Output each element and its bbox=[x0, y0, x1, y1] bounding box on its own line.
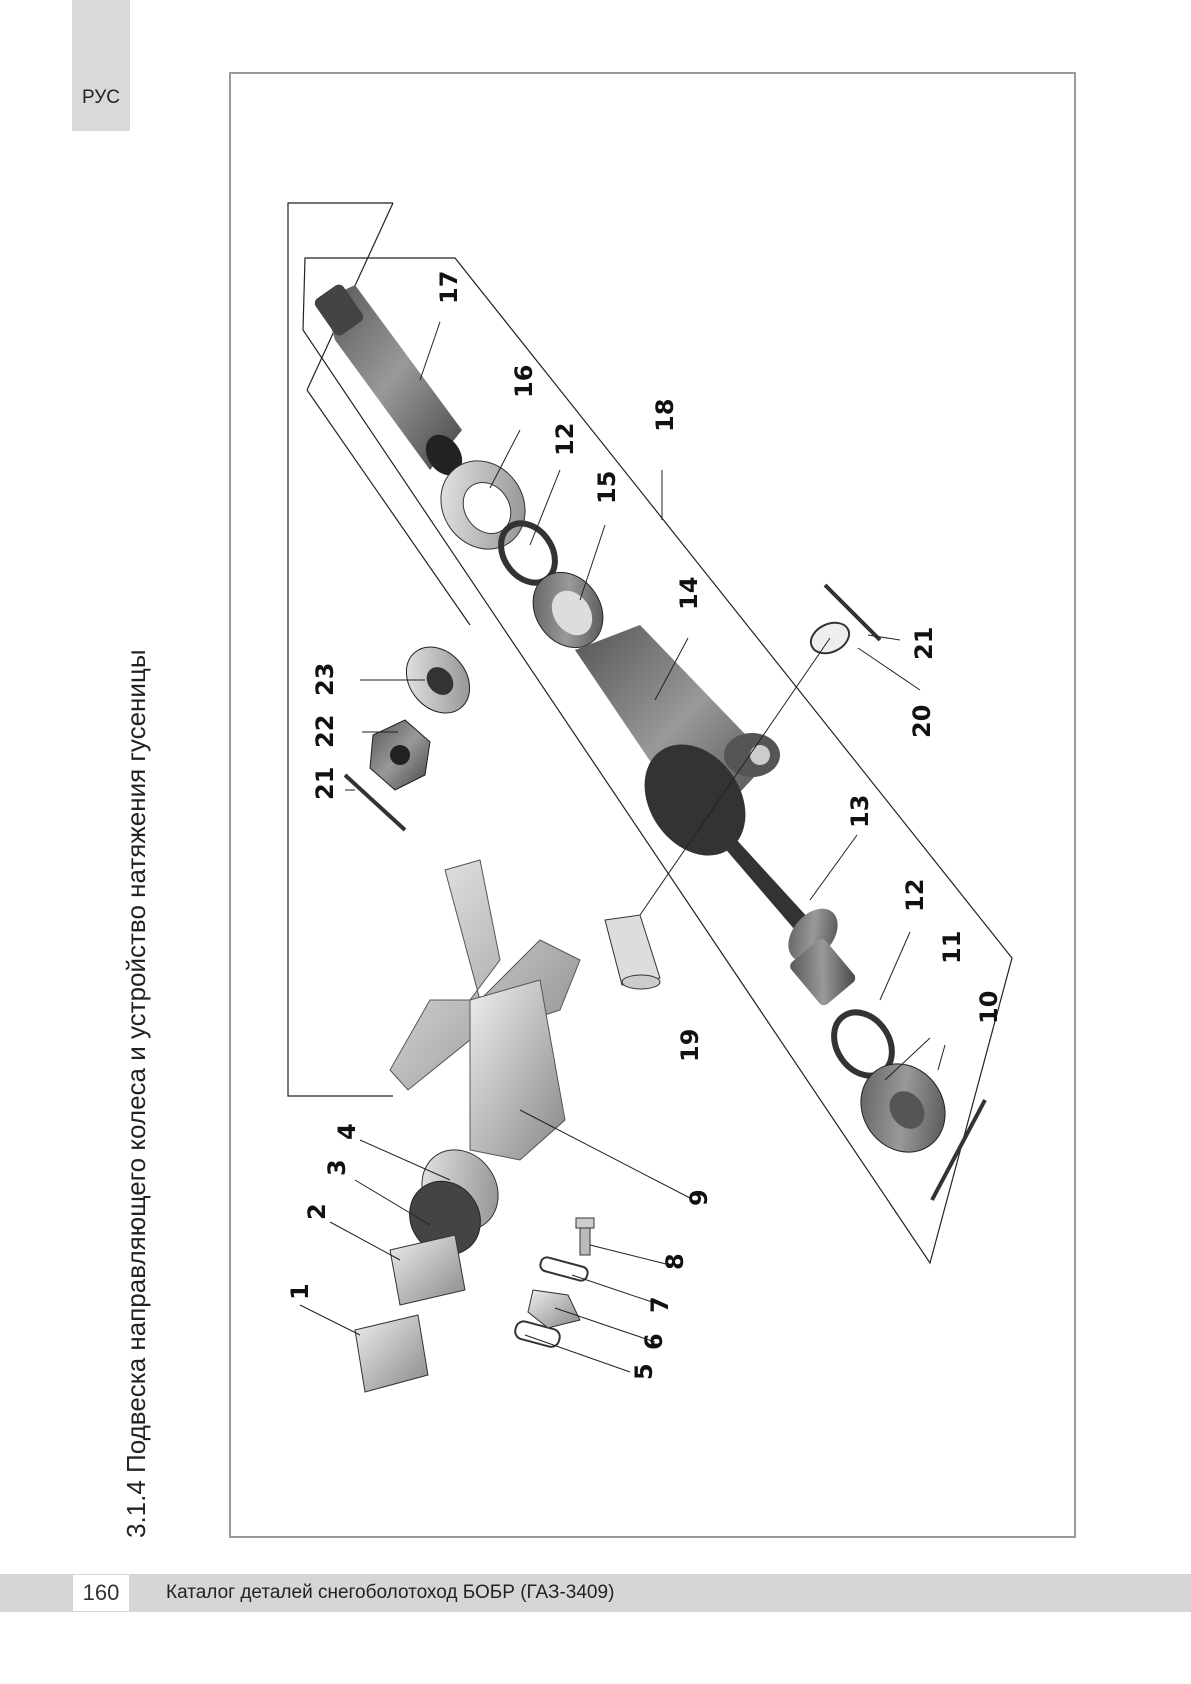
diagram-frame bbox=[229, 72, 1076, 1538]
group-outline-upper bbox=[287, 202, 393, 1097]
callout-16: 16 bbox=[510, 365, 538, 398]
part-6-block bbox=[527, 1289, 581, 1329]
callout-1: 1 bbox=[286, 1283, 314, 1300]
part-9-crank bbox=[389, 859, 581, 1161]
leader-19-to-20 bbox=[639, 637, 831, 916]
part-11-castle-nut bbox=[860, 1063, 946, 1153]
part-3-ring bbox=[409, 1180, 481, 1256]
part-8-bolt bbox=[575, 1217, 595, 1256]
callout-6: 6 bbox=[640, 1333, 668, 1350]
callout-18: 18 bbox=[651, 399, 679, 432]
callout-14: 14 bbox=[675, 577, 703, 610]
part-21-cotter-pin-upper bbox=[343, 773, 407, 832]
language-tab: РУС bbox=[72, 0, 130, 131]
callout-5: 5 bbox=[630, 1363, 658, 1380]
language-label: РУС bbox=[81, 87, 121, 108]
callout-8: 8 bbox=[661, 1253, 689, 1270]
part-16-ring bbox=[440, 460, 526, 550]
callout-10: 10 bbox=[975, 991, 1003, 1024]
group-outline-18 bbox=[302, 257, 1013, 1265]
part-17-axle bbox=[314, 284, 463, 476]
part-21-cotter-pin-right bbox=[823, 583, 882, 642]
footer-bar bbox=[0, 1574, 1191, 1612]
part-1-bushing bbox=[354, 1314, 429, 1393]
callout-21-upper: 21 bbox=[311, 767, 339, 800]
callout-11: 11 bbox=[938, 931, 966, 964]
callout-20: 20 bbox=[908, 705, 936, 738]
part-19-pin bbox=[604, 914, 661, 990]
callout-2: 2 bbox=[303, 1203, 331, 1220]
part-2-bushing bbox=[389, 1234, 466, 1306]
part-15-bearing bbox=[532, 571, 604, 649]
callout-7: 7 bbox=[646, 1296, 674, 1313]
callout-4: 4 bbox=[333, 1123, 361, 1140]
callout-17: 17 bbox=[435, 271, 463, 304]
page-number: 160 bbox=[72, 1574, 130, 1612]
callout-12-upper: 12 bbox=[551, 423, 579, 456]
callout-12-lower: 12 bbox=[901, 879, 929, 912]
part-7-plate bbox=[539, 1256, 589, 1282]
callout-19: 19 bbox=[676, 1029, 704, 1062]
callout-15: 15 bbox=[593, 471, 621, 504]
part-10-cotter-pin bbox=[930, 1099, 987, 1201]
callout-21-right: 21 bbox=[910, 627, 938, 660]
callout-22: 22 bbox=[311, 715, 339, 748]
catalog-title: Каталог деталей снегоболотоход БОБР (ГАЗ… bbox=[166, 1582, 615, 1603]
callout-23: 23 bbox=[311, 663, 339, 696]
callout-3: 3 bbox=[323, 1159, 351, 1176]
part-14-housing bbox=[575, 625, 780, 856]
group-outline-upper-diag2 bbox=[306, 389, 471, 626]
part-5-plate bbox=[514, 1320, 561, 1348]
callout-9: 9 bbox=[685, 1189, 713, 1206]
part-13-bolt bbox=[722, 838, 856, 1006]
leader-lines bbox=[299, 321, 946, 1373]
callout-13: 13 bbox=[846, 795, 874, 828]
